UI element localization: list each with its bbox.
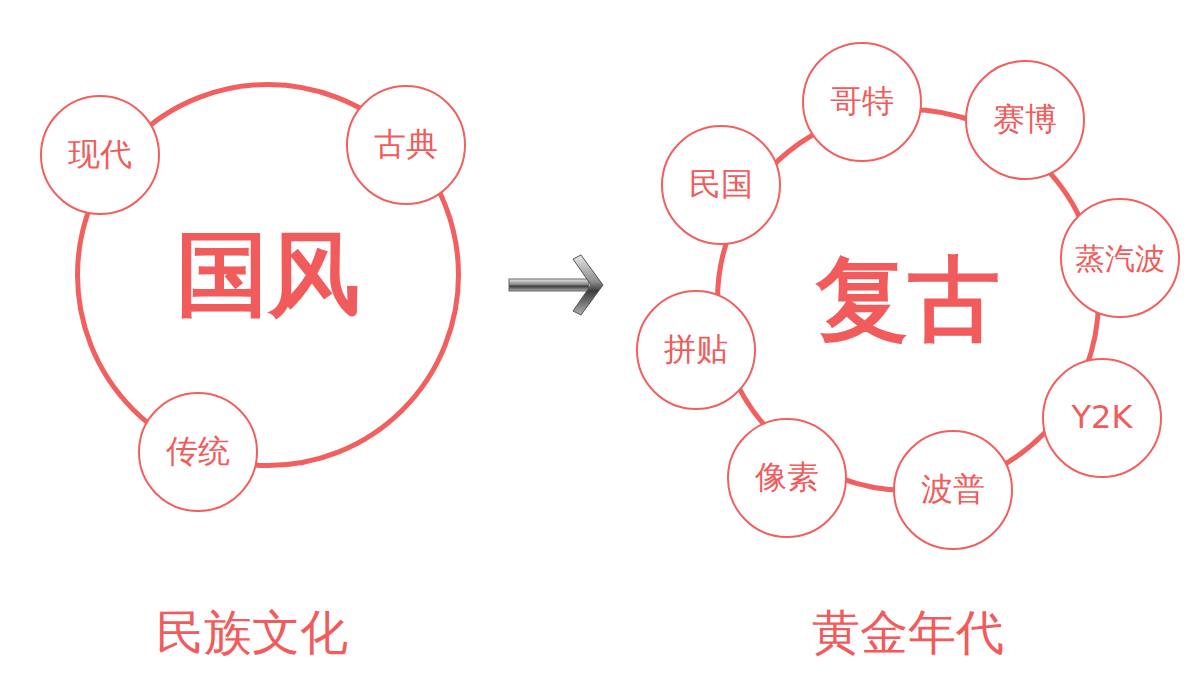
main-title: 复古 bbox=[816, 249, 1000, 350]
main-title: 国风 bbox=[176, 224, 360, 325]
style-name: 古典 bbox=[374, 127, 438, 162]
satellite-circle: 赛博 bbox=[965, 60, 1085, 180]
satellite-circle: Y2K bbox=[1042, 358, 1162, 478]
circle-shape bbox=[966, 61, 1084, 179]
style-name: 蒸汽波 bbox=[1075, 242, 1165, 275]
satellite-circle: 古典 bbox=[346, 85, 466, 205]
circle-shape bbox=[139, 393, 257, 511]
circle-shape bbox=[1061, 199, 1179, 317]
satellite-circle: 民国 bbox=[661, 125, 781, 245]
circle-shape bbox=[662, 126, 780, 244]
circle-shape bbox=[894, 431, 1012, 549]
style-name: 波普 bbox=[921, 472, 985, 507]
style-name: 赛博 bbox=[993, 102, 1057, 137]
satellite-circle: 蒸汽波 bbox=[1060, 198, 1180, 318]
style-name: 拼贴 bbox=[664, 332, 728, 367]
style-name: 哥特 bbox=[830, 84, 894, 119]
style-name: 现代 bbox=[68, 137, 132, 172]
satellite-circle: 哥特 bbox=[802, 42, 922, 162]
satellite-circle: 传统 bbox=[138, 392, 258, 512]
satellite-circle: 现代 bbox=[40, 95, 160, 215]
style-name: Y2K bbox=[1072, 400, 1133, 435]
circle-shape bbox=[728, 419, 846, 537]
satellite-circle: 拼贴 bbox=[636, 290, 756, 410]
circle-shape bbox=[347, 86, 465, 204]
circle-shape bbox=[41, 96, 159, 214]
caption-label: 黄金年代 bbox=[812, 606, 1004, 659]
style-name: 像素 bbox=[755, 460, 819, 495]
circle-shape bbox=[803, 43, 921, 161]
satellite-circle: 波普 bbox=[893, 430, 1013, 550]
circle-shape bbox=[1043, 359, 1161, 477]
metal-arrow bbox=[509, 255, 603, 315]
satellite-circle: 像素 bbox=[727, 418, 847, 538]
caption-label: 民族文化 bbox=[156, 606, 348, 659]
style-name: 传统 bbox=[166, 434, 230, 469]
style-name: 民国 bbox=[689, 167, 753, 202]
circle-shape bbox=[637, 291, 755, 409]
